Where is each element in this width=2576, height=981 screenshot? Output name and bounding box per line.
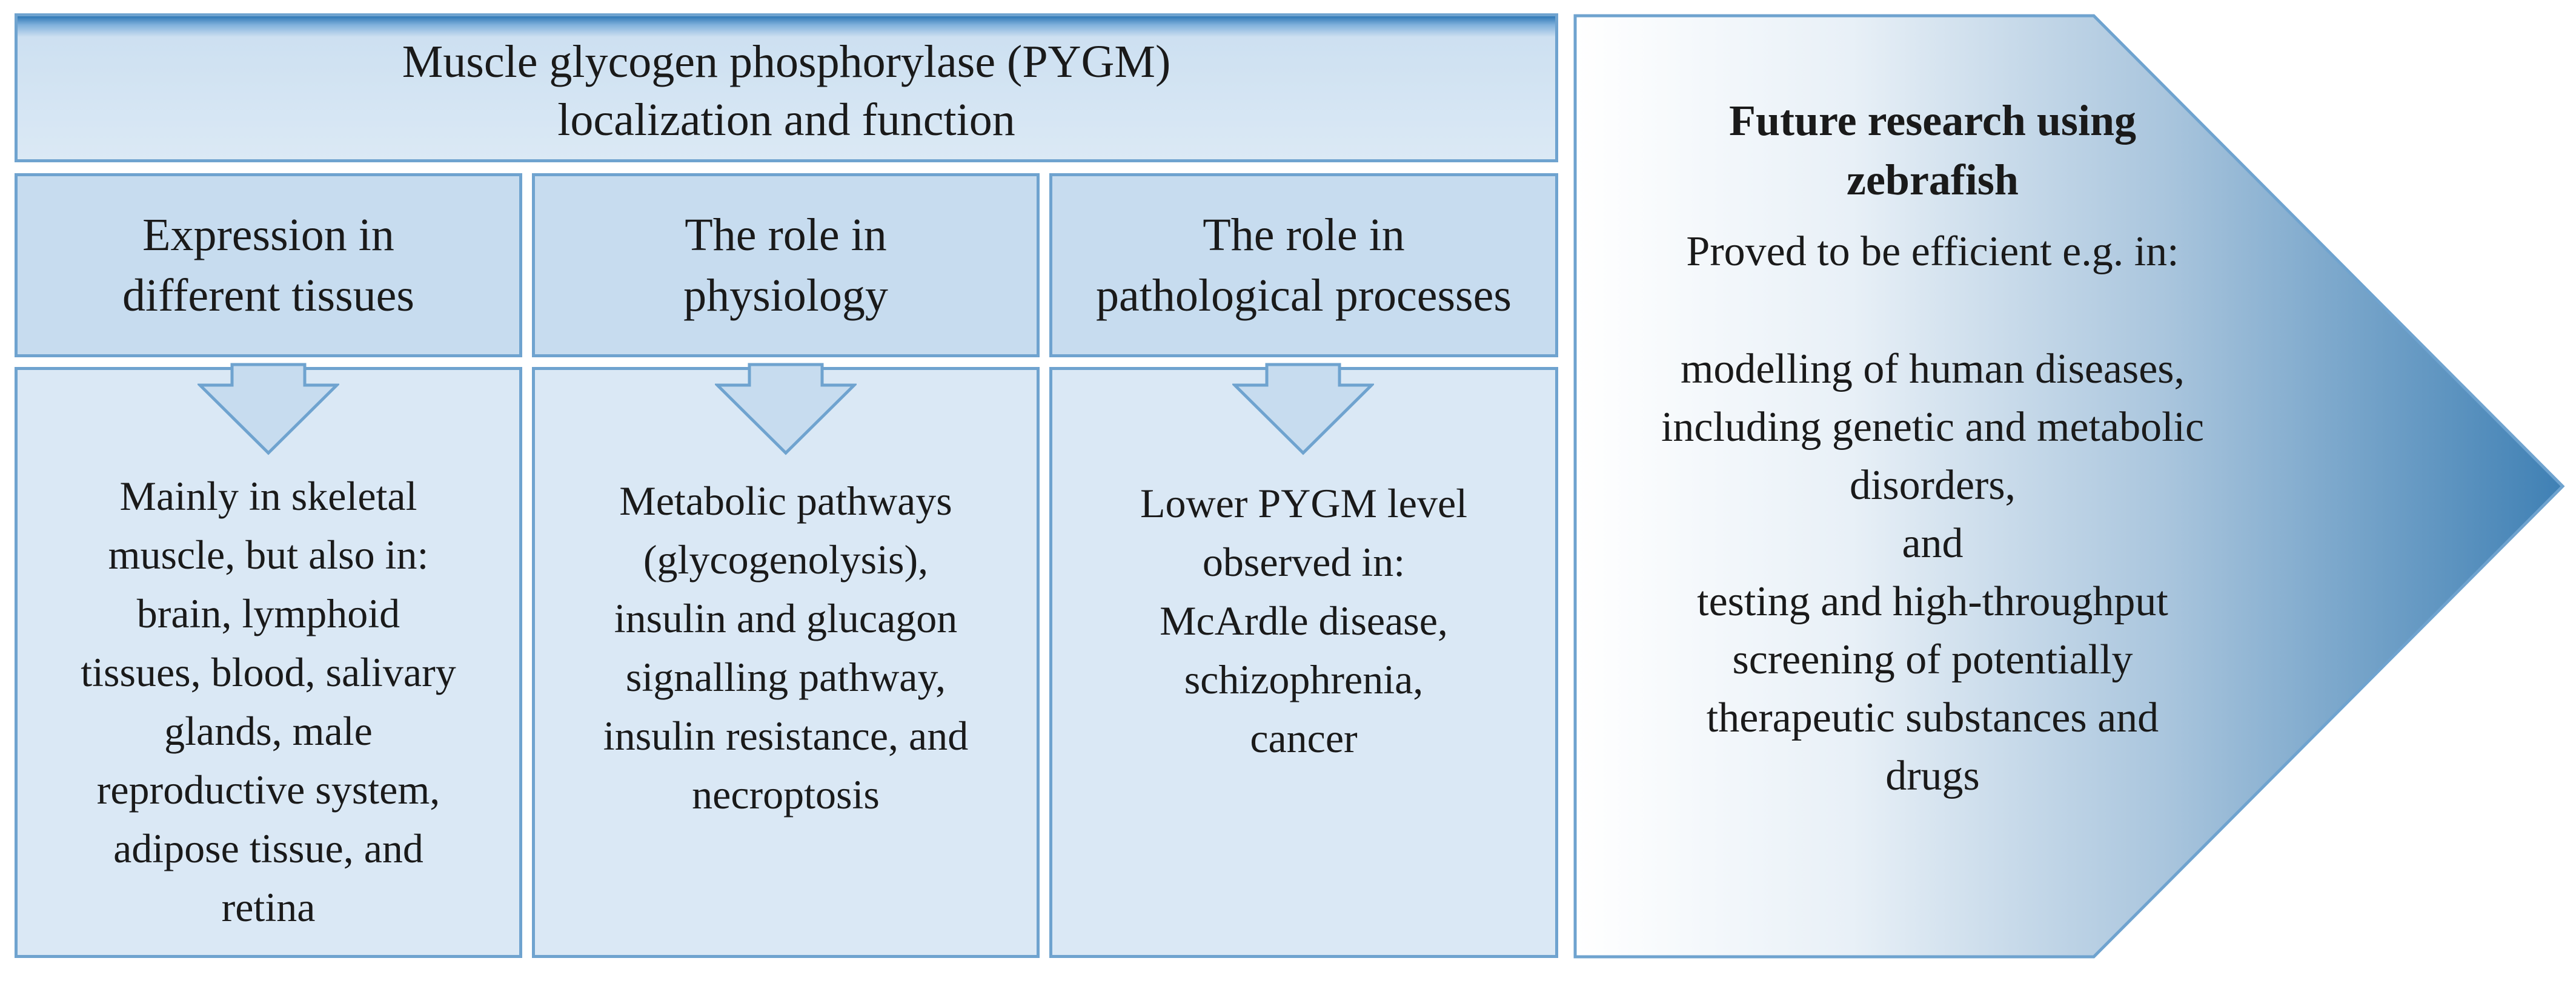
column-heading-line: The role in [685, 210, 887, 260]
future-list-line: drugs [1885, 753, 1980, 799]
header-title-line2: localization and function [557, 94, 1015, 145]
body-line: signalling pathway, [625, 654, 946, 700]
body-line: McArdle disease, [1160, 598, 1448, 644]
column-body-text: Mainly in skeletal muscle, but also in: … [81, 467, 456, 937]
column-heading-line: pathological processes [1096, 270, 1512, 321]
body-line: reproductive system, [96, 767, 440, 813]
future-title-line: zebrafish [1847, 156, 2019, 204]
future-list: modelling of human diseases, including g… [1587, 340, 2278, 805]
column-heading-line: The role in [1203, 210, 1405, 260]
column-heading-pathology: The role in pathological processes [1049, 173, 1558, 357]
future-subtitle: Proved to be efficient e.g. in: [1686, 228, 2179, 275]
body-line: (glycogenolysis), [643, 537, 929, 583]
future-list-line: including genetic and metabolic [1661, 404, 2205, 451]
future-research-chevron [1573, 13, 2566, 959]
body-line: insulin and glucagon [614, 595, 958, 641]
body-line: insulin resistance, and [603, 713, 969, 759]
body-line: necroptosis [692, 771, 880, 818]
body-line: glands, male [164, 708, 373, 754]
body-line: adipose tissue, and [113, 825, 423, 871]
future-title: Future research using zebrafish [1587, 91, 2278, 210]
column-body-text: Lower PYGM level observed in: McArdle di… [1140, 474, 1467, 768]
future-list-line: screening of potentially [1732, 636, 2133, 683]
header-banner: Muscle glycogen phosphorylase (PYGM) loc… [15, 13, 1558, 162]
column-heading-line: physiology [683, 270, 888, 321]
future-research-text: Future research using zebrafish Proved t… [1587, 91, 2278, 805]
down-arrow-icon [715, 362, 857, 457]
future-list-line: disorders, [1849, 462, 2016, 509]
body-line: cancer [1250, 715, 1358, 761]
body-line: Lower PYGM level [1140, 480, 1468, 526]
future-list-line: modelling of human diseases, [1680, 346, 2185, 392]
future-list-line: testing and high-throughput [1697, 578, 2168, 625]
future-title-line: Future research using [1728, 96, 2136, 145]
column-heading-line: Expression in [142, 210, 394, 260]
body-line: brain, lymphoid [136, 590, 400, 636]
body-line: observed in: [1202, 539, 1406, 585]
body-line: retina [221, 884, 316, 930]
body-line: schizophrenia, [1184, 656, 1424, 702]
future-list-line: and [1902, 520, 1964, 567]
body-line: muscle, but also in: [108, 532, 429, 578]
future-list-line: therapeutic substances and [1706, 695, 2159, 741]
down-arrow-icon [1232, 362, 1374, 457]
column-heading-physiology: The role in physiology [532, 173, 1040, 357]
column-heading-line: different tissues [122, 270, 414, 321]
body-line: tissues, blood, salivary [81, 649, 456, 695]
column-body-physiology: Metabolic pathways (glycogenolysis), ins… [532, 367, 1040, 958]
column-body-text: Metabolic pathways (glycogenolysis), ins… [603, 472, 968, 824]
column-body-expression: Mainly in skeletal muscle, but also in: … [15, 367, 522, 958]
down-arrow-icon [198, 362, 339, 457]
header-title-line1: Muscle glycogen phosphorylase (PYGM) [402, 36, 1171, 87]
body-line: Mainly in skeletal [119, 473, 417, 519]
column-heading-expression: Expression in different tissues [15, 173, 522, 357]
body-line: Metabolic pathways [619, 478, 952, 524]
column-body-pathology: Lower PYGM level observed in: McArdle di… [1049, 367, 1558, 958]
